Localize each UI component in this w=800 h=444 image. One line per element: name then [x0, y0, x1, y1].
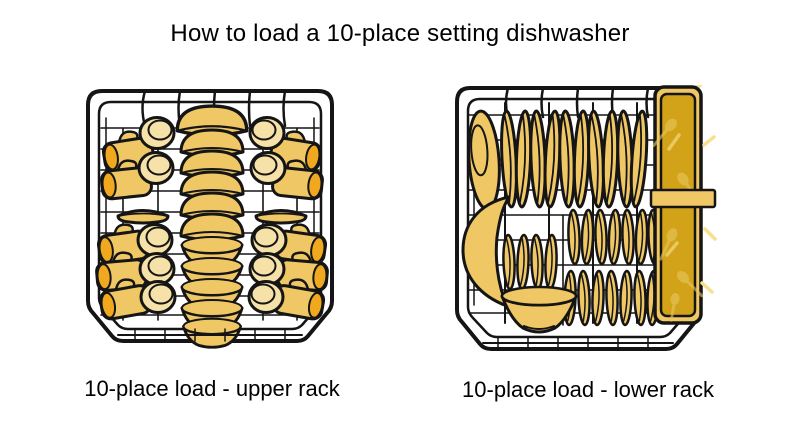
teacup-icon	[247, 280, 285, 314]
teacup-icon	[137, 151, 175, 185]
teacup-icon	[138, 252, 176, 286]
teacup-icon	[250, 223, 288, 257]
side-plate-icon	[543, 233, 559, 291]
upper-rack-diagram	[86, 89, 334, 349]
side-plate-icon	[515, 233, 531, 291]
lower-rack-caption: 10-place load - lower rack	[462, 377, 714, 402]
page-title: How to load a 10-place setting dishwashe…	[170, 20, 630, 47]
teacup-icon	[139, 280, 177, 314]
side-plate-icon	[529, 233, 545, 291]
side-plate-icon	[620, 208, 636, 266]
saucer-icon	[116, 209, 170, 225]
serving-bowl-icon	[461, 195, 511, 308]
side-plate-icon	[604, 269, 620, 327]
side-plate-icon	[590, 269, 606, 327]
lower-rack-diagram	[455, 74, 717, 351]
cutlery-basket	[649, 74, 717, 325]
side-plate-icon	[606, 208, 623, 266]
water-sparkle-icon	[665, 133, 717, 294]
teacup-icon	[249, 151, 287, 185]
bowl-icon	[182, 317, 242, 349]
side-plate-icon	[501, 233, 517, 291]
upper-rack-bottom-rails	[117, 328, 303, 342]
side-plate-icon	[576, 269, 592, 327]
side-plate-icon	[632, 269, 648, 327]
side-plate-icon	[633, 208, 650, 266]
dinner-plate-row	[497, 109, 651, 209]
saucer-icon	[254, 209, 308, 225]
side-plate-icon	[593, 208, 609, 266]
upper-rack-panel: 10-place load - upper rack	[84, 88, 340, 401]
upper-rack-bowl-stack	[175, 104, 249, 349]
teacup-icon	[248, 252, 286, 286]
basket-handle	[649, 188, 717, 209]
teacup-icon	[136, 223, 174, 257]
teacup-icon	[248, 116, 286, 150]
platter-icon	[467, 109, 501, 211]
teacup-icon	[138, 116, 176, 150]
lower-rack-panel: 10-place load - lower rack	[453, 74, 719, 402]
upper-rack-caption: 10-place load - upper rack	[84, 376, 340, 401]
lower-rack-bottom-rails	[482, 336, 674, 349]
dinner-plate-icon	[627, 109, 651, 209]
side-plate-icon	[579, 208, 596, 266]
serving-bowl-icon	[500, 285, 578, 334]
side-plate-icon	[618, 269, 634, 327]
side-plate-icon	[566, 208, 582, 266]
cutlery-silhouettes	[652, 118, 704, 322]
